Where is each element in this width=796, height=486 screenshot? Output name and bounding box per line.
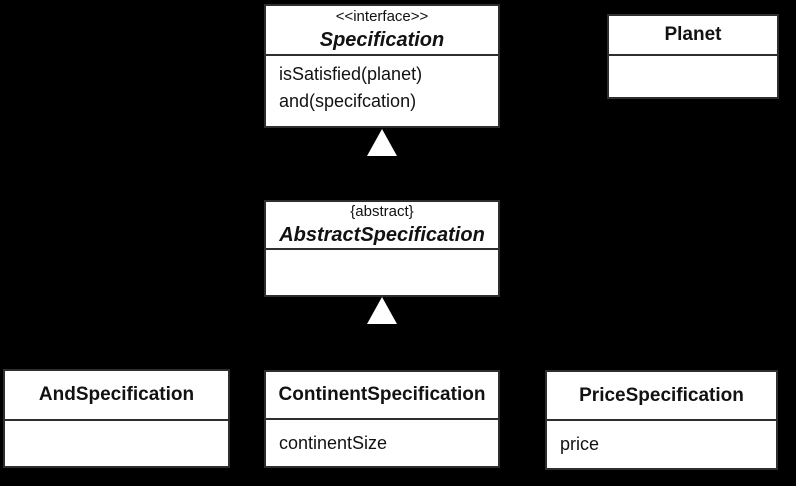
- members-compartment: isSatisfied(planet) and(specifcation): [266, 56, 498, 126]
- class-box-planet: Planet: [607, 14, 779, 99]
- title-compartment: {abstract} AbstractSpecification: [266, 202, 498, 250]
- stereotype-label: {abstract}: [350, 203, 414, 220]
- members-compartment: [266, 250, 498, 295]
- title-compartment: Planet: [609, 16, 777, 56]
- class-box-specification: <<interface>> Specification isSatisfied(…: [264, 4, 500, 128]
- class-box-and-specification: AndSpecification: [3, 369, 230, 468]
- stereotype-label: <<interface>>: [335, 8, 429, 25]
- class-name-label: PriceSpecification: [579, 384, 744, 406]
- generalization-arrow-icon: [367, 129, 397, 156]
- title-compartment: ContinentSpecification: [266, 372, 498, 420]
- title-compartment: AndSpecification: [5, 371, 228, 421]
- member-label: continentSize: [279, 432, 388, 453]
- member-label: and(specifcation): [279, 91, 417, 111]
- class-name-label: Specification: [319, 29, 445, 51]
- member-label: isSatisfied(planet): [279, 64, 423, 84]
- members-compartment: [609, 56, 777, 97]
- generalization-arrow-icon: [367, 297, 397, 324]
- members-compartment: [5, 421, 228, 466]
- members-compartment: continentSize: [266, 420, 498, 466]
- class-box-abstract-specification: {abstract} AbstractSpecification: [264, 200, 500, 297]
- title-compartment: <<interface>> Specification: [266, 6, 498, 56]
- members-compartment: price: [547, 421, 776, 468]
- class-box-price-specification: PriceSpecification price: [545, 370, 778, 470]
- class-name-label: AndSpecification: [38, 384, 195, 405]
- class-name-label: ContinentSpecification: [278, 384, 486, 405]
- class-name-label: AbstractSpecification: [279, 224, 485, 246]
- class-box-continent-specification: ContinentSpecification continentSize: [264, 370, 500, 468]
- title-compartment: PriceSpecification: [547, 372, 776, 421]
- class-name-label: Planet: [664, 24, 722, 45]
- member-label: price: [560, 434, 600, 454]
